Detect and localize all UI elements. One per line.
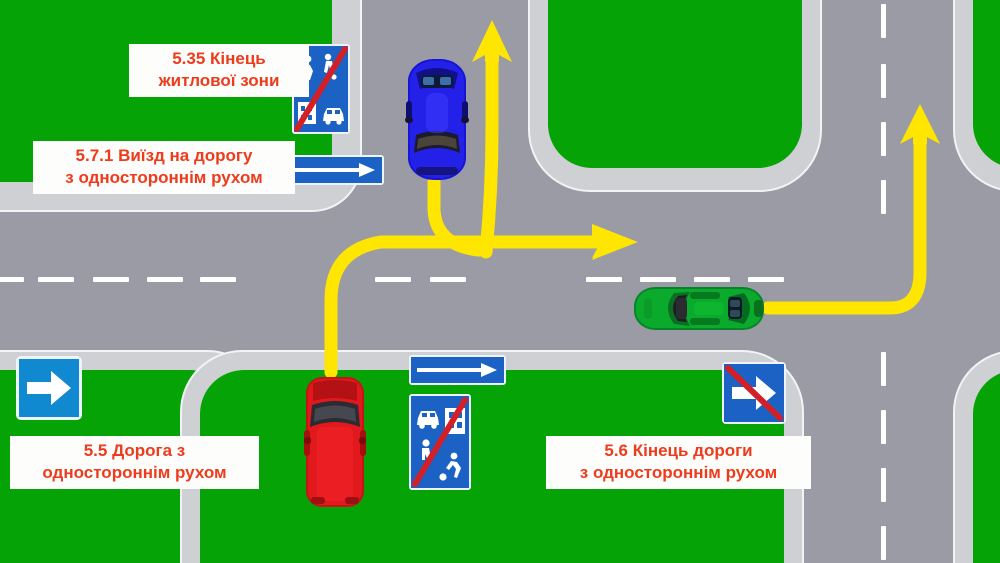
- one-way-road-sign-left[interactable]: [16, 356, 82, 420]
- entry-to-one-way-road-sign-bottom[interactable]: [409, 355, 506, 385]
- green-car: [632, 284, 766, 333]
- label-entry-to-one-way-road: 5.7.1 Виїзд на дорогу з одностороннім ру…: [33, 141, 295, 194]
- end-of-residential-zone-sign-bottom[interactable]: [409, 394, 471, 490]
- grass-top-middle: [548, 0, 802, 168]
- lane-dash: [881, 352, 886, 386]
- lane-dash: [430, 277, 466, 282]
- label-end-of-one-way-road: 5.6 Кінець дороги з одностороннім рухом: [546, 436, 811, 489]
- lane-dash: [694, 277, 730, 282]
- lane-dash: [640, 277, 676, 282]
- grass-top-right: [973, 0, 1000, 168]
- grass-bottom-right: [973, 370, 1000, 563]
- lane-dash: [881, 468, 886, 502]
- label-one-way-road: 5.5 Дорога з одностороннім рухом: [10, 436, 259, 489]
- lane-dash: [881, 410, 886, 444]
- lane-dash: [0, 277, 24, 282]
- lane-dash: [375, 277, 411, 282]
- label-end-of-residential-zone: 5.35 Кінець житлової зони: [129, 44, 309, 97]
- end-of-one-way-road-sign[interactable]: [722, 362, 786, 424]
- lane-dash: [38, 277, 74, 282]
- route-red-car: [324, 224, 638, 379]
- lane-dash: [881, 4, 886, 38]
- lane-dash: [147, 277, 183, 282]
- entry-to-one-way-road-sign-top[interactable]: [287, 155, 384, 185]
- lane-dash: [881, 64, 886, 98]
- route-blue-car: [427, 175, 493, 257]
- red-car: [303, 375, 367, 509]
- lane-dash: [586, 277, 622, 282]
- lane-dash: [881, 122, 886, 156]
- lane-dash: [881, 180, 886, 214]
- lane-dash: [748, 277, 784, 282]
- lane-dash: [200, 277, 236, 282]
- lane-dash: [881, 526, 886, 560]
- route-through-north: [472, 20, 512, 259]
- blue-car: [404, 57, 470, 182]
- lane-dash: [93, 277, 129, 282]
